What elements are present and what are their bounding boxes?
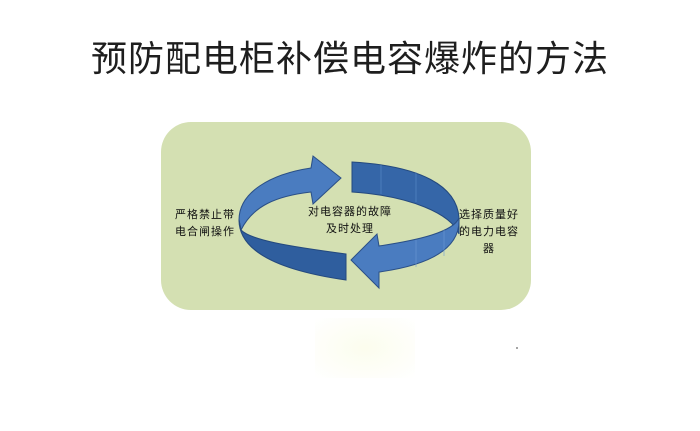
step-label-left-line2: 电合闸操作 — [175, 225, 235, 238]
step-label-right-line2: 的电力电容 — [459, 225, 519, 238]
step-label-right: 选择质量好 的电力电容 器 — [456, 206, 522, 257]
arrow-top-icon — [238, 155, 342, 232]
background-glow — [315, 318, 415, 378]
step-label-center-line2: 及时处理 — [326, 222, 374, 235]
step-label-left-line1: 严格禁止带 — [175, 208, 235, 221]
arrow-left-band-icon — [238, 219, 347, 281]
step-label-right-line1: 选择质量好 — [459, 208, 519, 221]
arrow-right-band-icon — [351, 161, 460, 235]
step-label-center: 对电容器的故障 及时处理 — [298, 203, 402, 237]
step-label-right-line3: 器 — [483, 242, 495, 255]
step-label-left: 严格禁止带 电合闸操作 — [170, 206, 240, 240]
step-label-center-line1: 对电容器的故障 — [308, 205, 392, 218]
page-title: 预防配电柜补偿电容爆炸的方法 — [90, 39, 609, 80]
cycle-arrows-diagram — [238, 155, 460, 290]
arrow-bottom-icon — [350, 217, 460, 290]
stray-dot — [516, 347, 518, 349]
